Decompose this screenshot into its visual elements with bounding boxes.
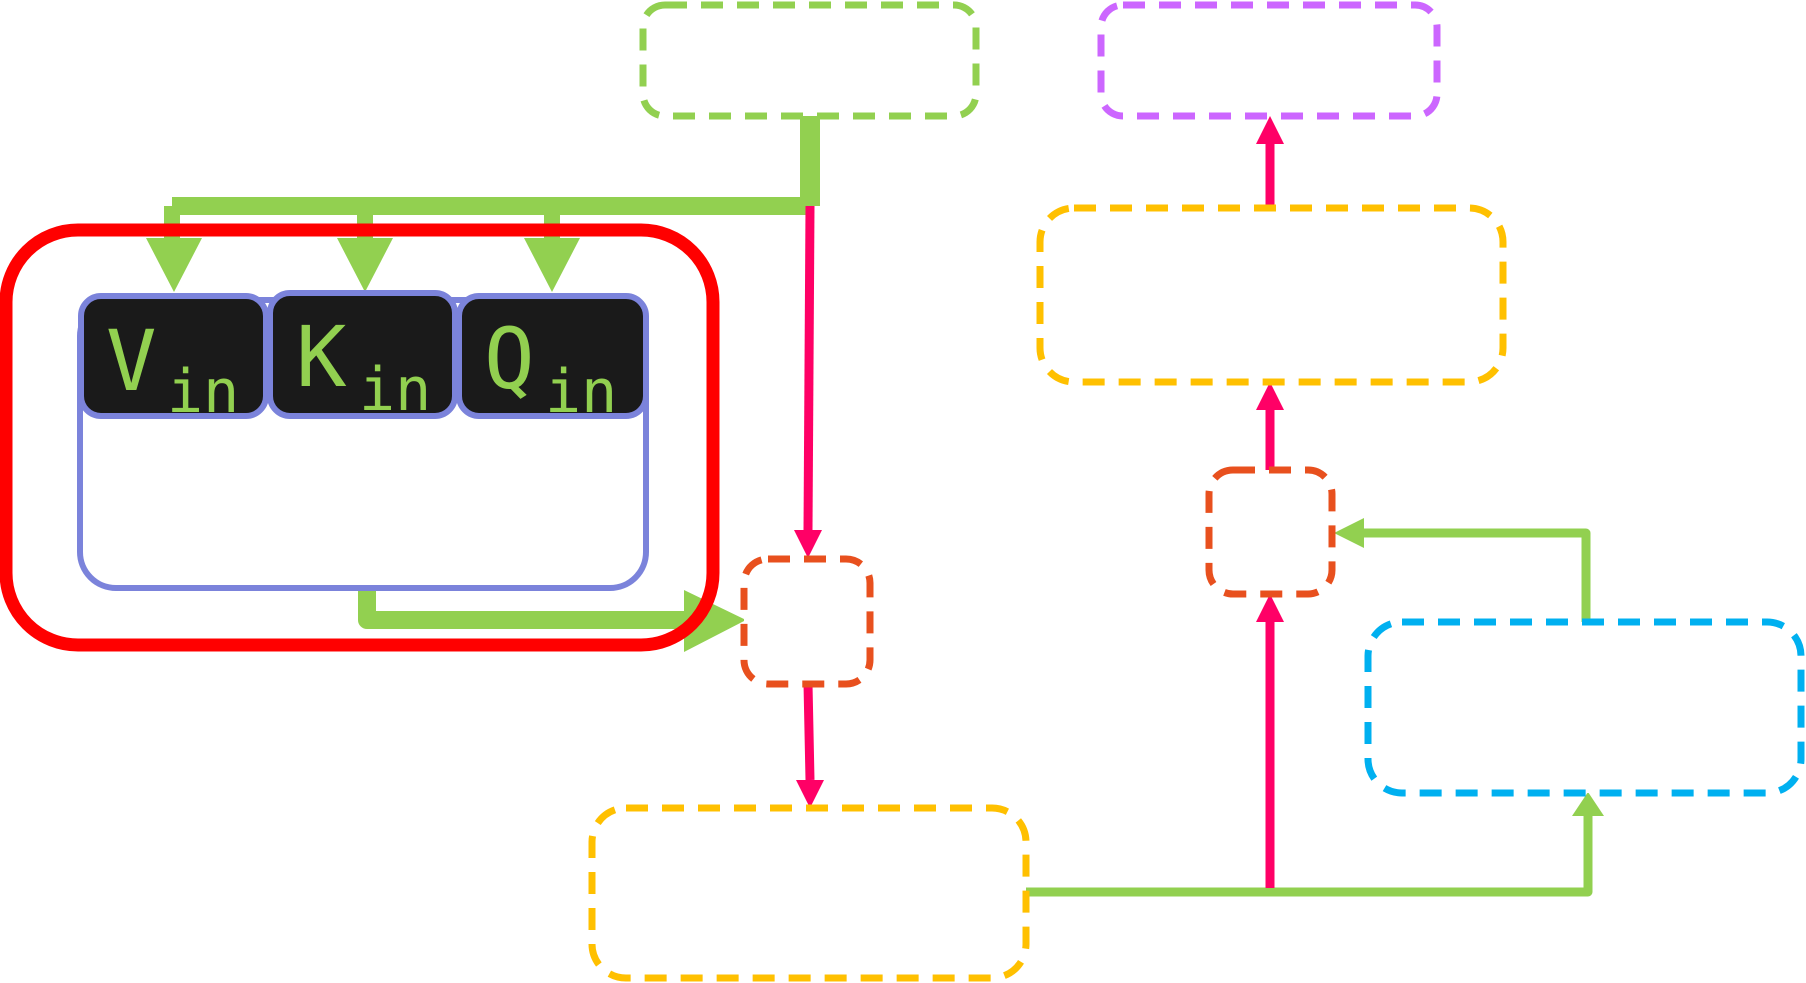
pink-arrow-add1-icon bbox=[794, 530, 822, 558]
input-tile-v: V in bbox=[78, 293, 269, 427]
pink-add1-to-norm bbox=[803, 683, 815, 781]
pink-arrow-ff-icon bbox=[1256, 382, 1284, 410]
input-tile-v-sub: in bbox=[167, 357, 239, 427]
input-tile-k: K in bbox=[267, 290, 458, 425]
arrow-head-to-blue-icon bbox=[1572, 792, 1604, 816]
green-bottom-feed-line bbox=[1026, 816, 1593, 897]
arrow-head-to-add-icon bbox=[1334, 518, 1364, 548]
input-embedding-box bbox=[639, 1, 980, 120]
input-tiles: V in K in Q in bbox=[78, 290, 649, 427]
green-arrowheads bbox=[146, 238, 1604, 816]
feed-forward-box bbox=[1036, 204, 1507, 386]
arrow-head-q-icon bbox=[524, 238, 580, 292]
norm-box-bottom bbox=[588, 804, 1030, 982]
input-tile-v-main: V bbox=[106, 312, 157, 410]
arrow-head-v-icon bbox=[146, 238, 202, 292]
pink-arrow-out-icon bbox=[1256, 116, 1284, 144]
pink-arrow-norm-icon bbox=[796, 780, 824, 808]
pink-flow-connectors bbox=[803, 140, 1275, 888]
pink-arrow-add2-icon bbox=[1256, 594, 1284, 622]
green-blue-to-add-line bbox=[1350, 528, 1591, 622]
add-box-upper bbox=[1205, 466, 1336, 598]
dashed-boxes bbox=[588, 1, 1805, 982]
pink-arrowheads bbox=[794, 116, 1284, 808]
attention-module-outline bbox=[0, 223, 720, 652]
green-flow-connectors bbox=[164, 116, 1593, 897]
arrow-head-k-icon bbox=[337, 238, 393, 292]
input-tile-k-sub: in bbox=[359, 355, 431, 425]
input-tile-q-main: Q bbox=[484, 310, 535, 408]
input-tile-q: Q in bbox=[456, 293, 649, 427]
output-box bbox=[1097, 1, 1441, 120]
add-box-lower bbox=[740, 555, 874, 688]
input-tile-q-sub: in bbox=[545, 357, 617, 427]
blue-side-box bbox=[1364, 618, 1805, 797]
pink-top-to-add1 bbox=[803, 205, 815, 531]
input-tile-k-main: K bbox=[296, 308, 347, 406]
green-attn-out-line bbox=[358, 588, 700, 629]
